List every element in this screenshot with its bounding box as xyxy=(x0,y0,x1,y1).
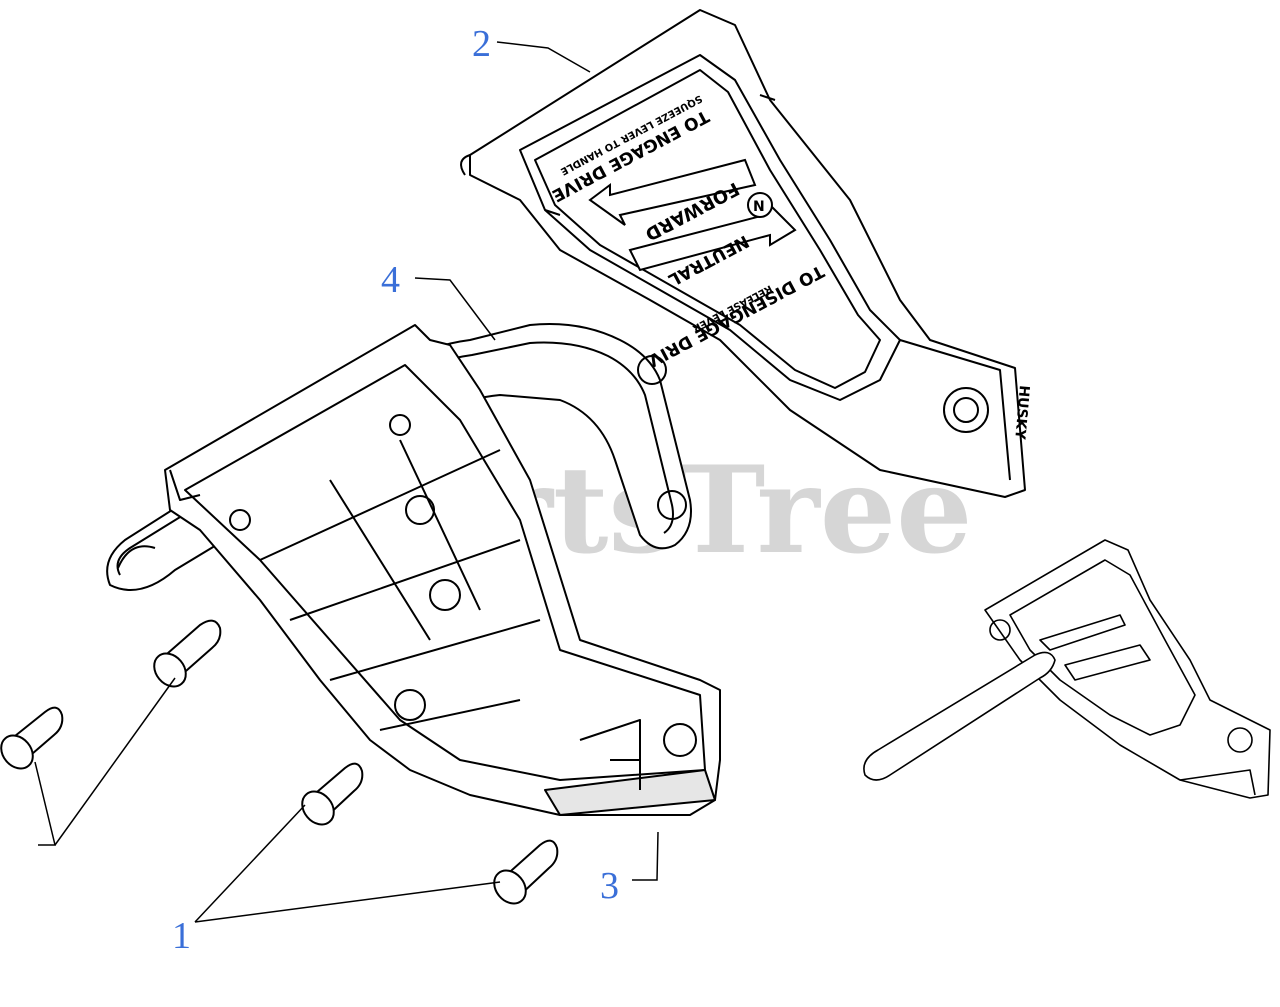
screw-4 xyxy=(493,839,559,905)
callouts: 2 4 3 1 xyxy=(172,23,619,957)
leader-lines xyxy=(34,41,659,923)
callout-label-3: 3 xyxy=(600,865,619,907)
part-base[interactable] xyxy=(164,324,721,816)
decal-neutral-symbol: N xyxy=(747,192,773,218)
callout-label-1: 1 xyxy=(172,915,191,957)
decal-forward-arrow xyxy=(588,158,757,226)
svg-text:N: N xyxy=(753,199,765,215)
part-screws[interactable] xyxy=(0,619,559,910)
callout-label-2: 2 xyxy=(472,23,491,65)
screw-2 xyxy=(0,706,64,770)
assembled-view[interactable] xyxy=(863,539,1271,799)
part-cover[interactable] xyxy=(460,9,1026,498)
screw-3 xyxy=(301,762,364,826)
decal-brand: HUSKY xyxy=(1011,385,1032,441)
callout-label-4: 4 xyxy=(381,259,400,301)
screw-1 xyxy=(153,619,222,688)
